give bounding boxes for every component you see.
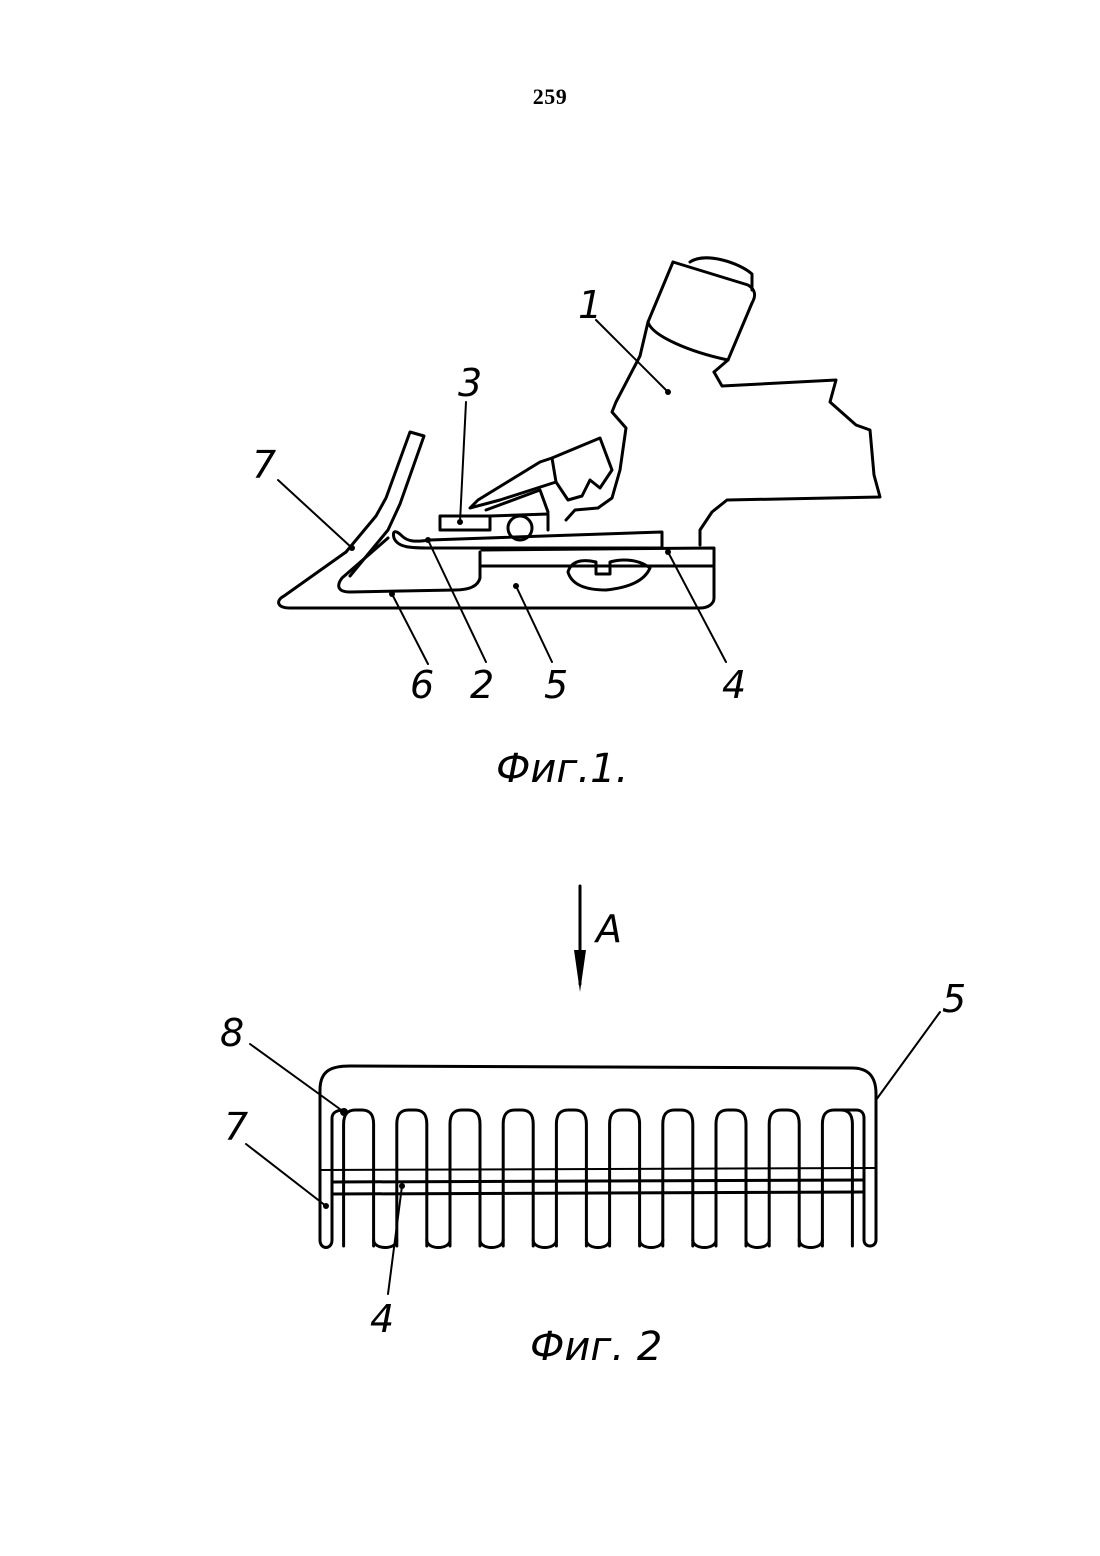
leader-dot-5 xyxy=(513,583,519,589)
fig1-label-4: 4 xyxy=(722,663,746,707)
leader-dot-8 xyxy=(340,1108,348,1116)
comb-tooth-tip xyxy=(693,1240,716,1248)
plate-4-bottom xyxy=(332,1192,864,1194)
comb-tooth-tip xyxy=(640,1240,663,1248)
leader-dot-1 xyxy=(665,389,671,395)
fig1-label-6: 6 xyxy=(410,663,434,707)
leader-dot-6 xyxy=(389,591,395,597)
fig1-label-3: 3 xyxy=(458,361,482,405)
fig1-body-1 xyxy=(700,372,880,545)
view-label-a: A xyxy=(593,907,622,951)
plate-4-top xyxy=(320,1168,876,1170)
figure-2: A 8 7 4 5 Фиг. 2 xyxy=(220,886,966,1370)
leader-6 xyxy=(392,594,428,664)
fig2-label-4: 4 xyxy=(370,1297,394,1341)
leader-1 xyxy=(596,320,668,392)
fig1-label-7: 7 xyxy=(252,443,276,487)
fig1-label-2: 2 xyxy=(470,663,494,707)
fig2-label-8: 8 xyxy=(220,1011,244,1055)
leader-dot-4 xyxy=(665,549,671,555)
leader-2 xyxy=(428,540,486,662)
comb-tooth-tip xyxy=(586,1240,609,1248)
fig1-plate-4 xyxy=(482,548,714,566)
fig1-blade-2 xyxy=(393,532,662,548)
comb-slot xyxy=(344,1110,374,1246)
leader-4b xyxy=(388,1186,402,1294)
comb-slot xyxy=(822,1110,852,1246)
fig1-base-6 xyxy=(279,552,714,608)
figure-1: 1 3 7 6 2 5 4 Фиг.1. xyxy=(252,258,880,792)
comb-tooth-tip xyxy=(427,1240,450,1248)
comb-teeth xyxy=(344,1110,853,1248)
leader-8 xyxy=(250,1044,344,1112)
fig1-clamp-block xyxy=(552,438,612,500)
comb-slot xyxy=(397,1110,427,1246)
comb-tooth-tip xyxy=(746,1240,769,1248)
leader-3 xyxy=(460,402,466,522)
leader-5 xyxy=(516,586,552,662)
fig1-body-1-left xyxy=(566,322,648,520)
comb-slot xyxy=(663,1110,693,1246)
fig1-caption: Фиг.1. xyxy=(496,746,628,792)
comb-tooth-tip xyxy=(480,1240,503,1248)
fig1-part-3 xyxy=(440,516,490,530)
comb-slot xyxy=(450,1110,480,1246)
view-arrow-head xyxy=(574,950,586,992)
fig2-label-7: 7 xyxy=(224,1105,248,1149)
leader-dot-7b xyxy=(323,1203,329,1209)
leader-7 xyxy=(278,480,352,548)
leader-7b xyxy=(246,1144,326,1206)
fig2-label-5: 5 xyxy=(942,977,966,1021)
fig2-caption: Фиг. 2 xyxy=(530,1324,662,1370)
leader-dot-7 xyxy=(349,545,355,551)
comb-slot xyxy=(503,1110,533,1246)
fig1-cap xyxy=(690,258,752,290)
comb-slot xyxy=(716,1110,746,1246)
comb-slot xyxy=(556,1110,586,1246)
leader-5b xyxy=(876,1012,940,1100)
leader-dot-2 xyxy=(425,537,431,543)
comb-tooth-tip xyxy=(799,1240,822,1248)
comb-outline xyxy=(320,1066,876,1246)
leader-dot-3 xyxy=(457,519,463,525)
leader-dot-4b xyxy=(399,1183,405,1189)
comb-slot xyxy=(769,1110,799,1246)
fig1-cap-top xyxy=(673,262,755,360)
comb-slot xyxy=(610,1110,640,1246)
fig1-guard-7 xyxy=(346,432,424,576)
comb-tooth-tip xyxy=(533,1240,556,1248)
fig1-label-1: 1 xyxy=(578,283,602,327)
plate-4-mid xyxy=(332,1180,864,1182)
fig1-cap-body xyxy=(648,262,728,372)
fig1-label-5: 5 xyxy=(544,663,568,707)
